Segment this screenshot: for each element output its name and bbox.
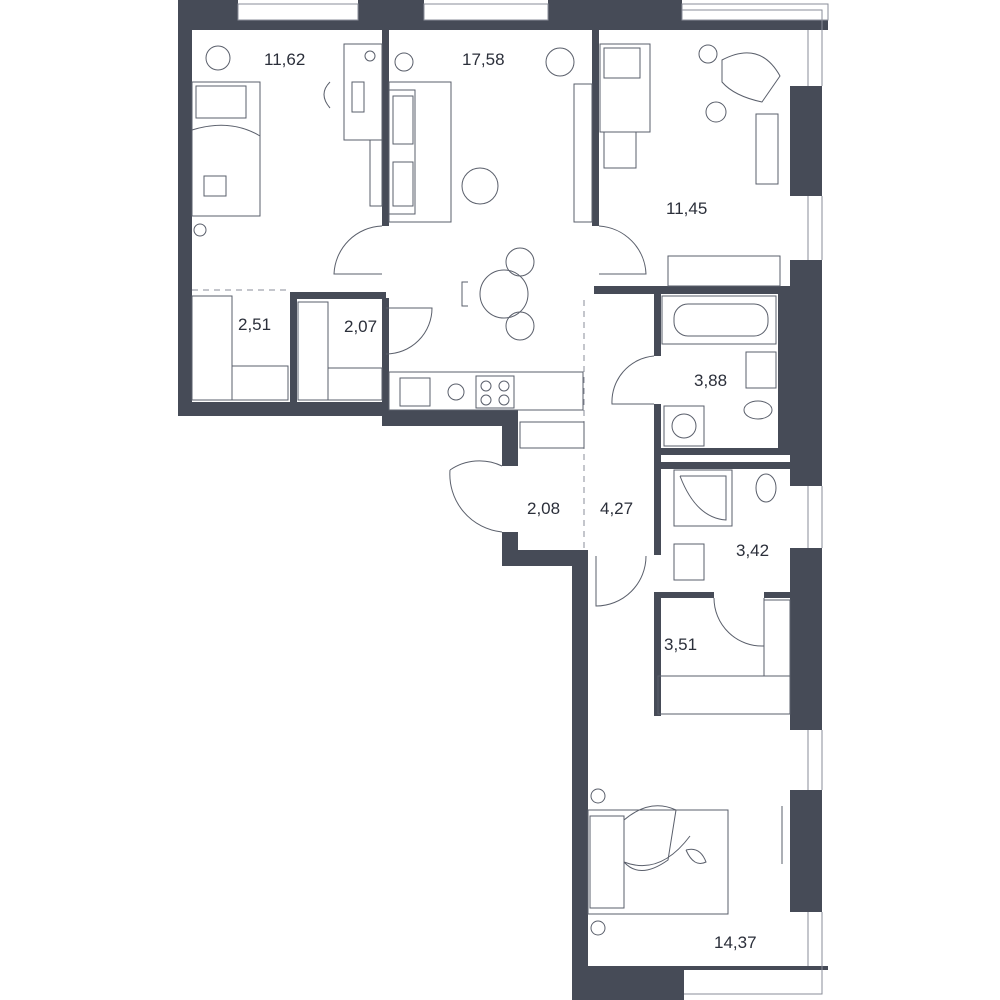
room-labels: 11,62 17,58 11,45 2,51 2,07 3,88 2,08 4,…	[238, 50, 769, 952]
interior-walls	[290, 30, 792, 716]
furniture	[191, 43, 791, 936]
doors	[333, 225, 765, 647]
room-area-bedroom-3: 14,37	[714, 933, 757, 952]
plant-icon	[205, 45, 231, 71]
room-area-hall: 2,08	[527, 499, 560, 518]
room-area-storage: 3,51	[664, 635, 697, 654]
room-area-living-room: 17,58	[462, 50, 505, 69]
room-area-bathroom-1: 3,88	[694, 371, 727, 390]
room-area-corridor: 4,27	[600, 499, 633, 518]
plant-icon	[545, 47, 575, 77]
exterior-walls	[178, 0, 828, 1000]
room-area-bedroom-1: 11,62	[264, 50, 305, 69]
room-area-bedroom-2: 11,45	[666, 199, 707, 218]
room-area-wardrobe-1: 2,51	[238, 315, 271, 334]
room-area-wardrobe-2: 2,07	[344, 317, 377, 336]
windows	[237, 3, 829, 995]
room-area-bathroom-2: 3,42	[736, 541, 769, 560]
